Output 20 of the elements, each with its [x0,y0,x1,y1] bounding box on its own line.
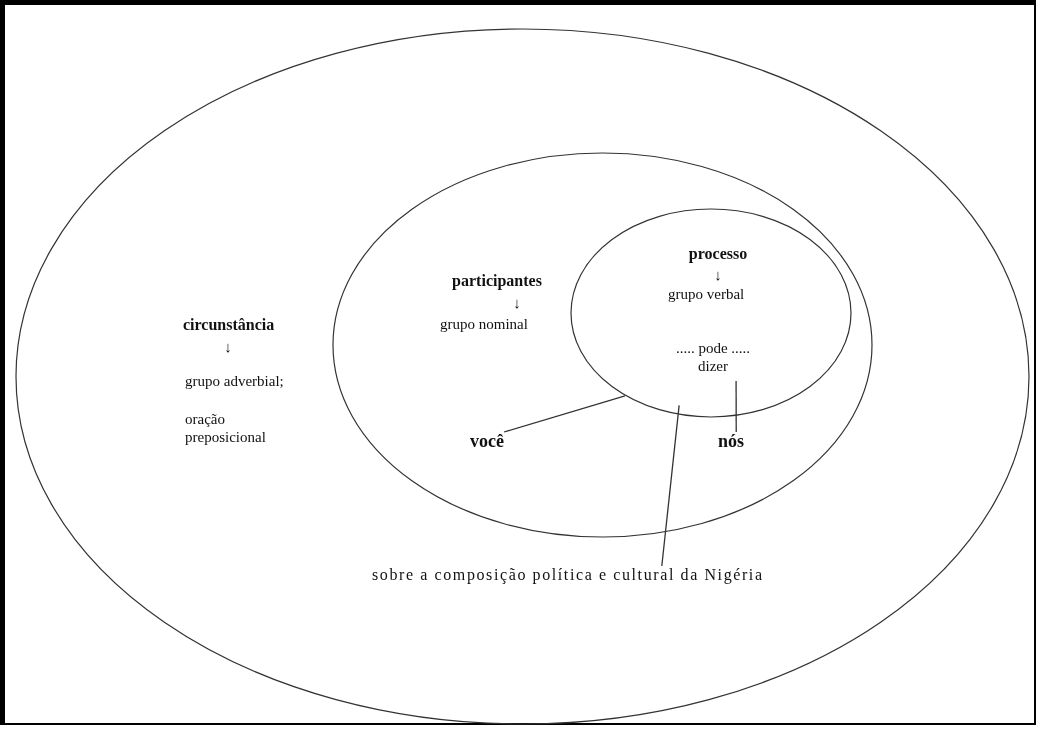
ellipse-region [570,208,852,418]
heading: circunstância [183,316,273,334]
arrow-symbol: ↓ [713,266,723,284]
ellipse-region [15,28,1030,725]
leader-line [661,404,680,567]
arrow-symbol: ↓ [223,338,233,356]
body-text: grupo adverbial; [185,372,284,390]
leader-line [735,380,737,433]
body-text: ..... pode ..... dizer [674,339,752,375]
body-text: grupo nominal [440,315,528,333]
pronoun-label: nós [718,432,744,450]
caption-text: sobre a composição política e cultural da Nigéria [372,566,764,584]
arrow-symbol: ↓ [512,294,522,312]
pronoun-label: você [470,432,504,450]
body-text: grupo verbal [668,285,745,303]
body-text: oração preposicional [185,410,267,446]
leader-line [503,395,626,433]
heading: processo [687,245,749,263]
ellipse-region [332,152,873,538]
heading: participantes [451,272,543,290]
